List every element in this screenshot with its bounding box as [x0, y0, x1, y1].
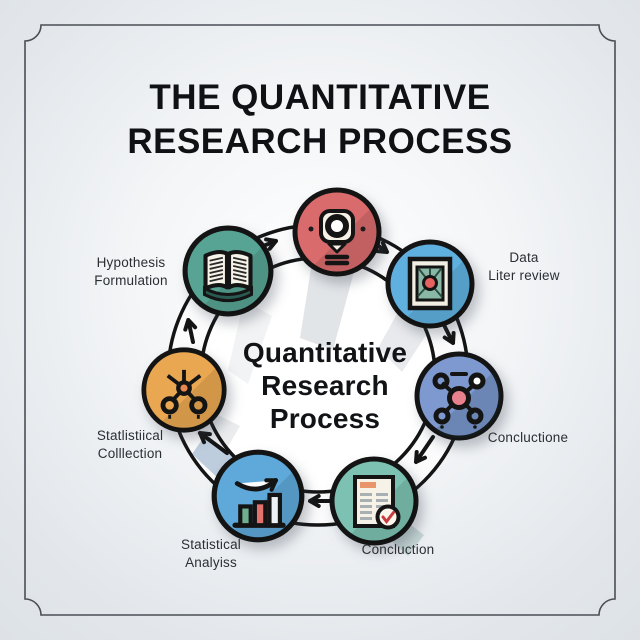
page-title-line1: THE QUANTITATIVE	[149, 78, 491, 117]
label-concluction: Concluction	[338, 541, 458, 559]
label-concluctione: Concluctione	[466, 429, 590, 447]
page-title-line2: RESEARCH PROCESS	[127, 121, 513, 161]
node-concluctione	[413, 350, 505, 442]
ring-inner-disc	[202, 259, 434, 491]
label-line: Analyiss	[185, 554, 237, 570]
node-concluction	[328, 455, 420, 547]
page-title: THE QUANTITATIVE RESEARCH PROCESS	[0, 76, 640, 164]
document-check-icon	[329, 456, 419, 546]
node-hypothesis-formulation	[181, 224, 275, 318]
label-line: Hypothesis	[96, 255, 166, 270]
label-line: Concluction	[361, 542, 435, 557]
node-statlistiical-colllection	[140, 346, 228, 434]
center-label: Quantitative Research Process	[215, 337, 435, 435]
label-line: Liter review	[488, 267, 560, 283]
framed-picture-icon	[385, 239, 475, 329]
center-label-line1: Quantitative	[242, 337, 408, 368]
label-line: Formulation	[94, 272, 168, 288]
label-statlistiical-colllection: Statlistiical Colllection	[82, 427, 178, 463]
open-book-icon	[182, 225, 274, 317]
arrow-chart-to-molecule	[198, 431, 229, 455]
arrow-molecule-to-book	[183, 318, 198, 344]
node-data-liter-review	[384, 238, 476, 330]
label-data-liter-review: Data Liter review	[462, 249, 586, 285]
label-line: Statistical	[181, 537, 241, 552]
label-line: Data	[509, 250, 539, 265]
page-frame	[24, 24, 616, 616]
label-line: Concluctione	[487, 430, 569, 445]
gear-icon	[292, 187, 382, 277]
label-line: Colllection	[97, 445, 163, 461]
label-line: Statlistiical	[96, 428, 164, 443]
long-shadow-streaks	[192, 262, 428, 556]
label-statistical-analyiss: Statistical Analyiss	[156, 536, 266, 572]
network-icon	[414, 351, 504, 441]
bar-chart-icon	[211, 449, 305, 543]
center-label-line2: Research	[261, 369, 389, 401]
node-statistical-analyiss	[210, 448, 306, 544]
node-process-step-top	[291, 186, 383, 278]
molecule-icon	[141, 347, 227, 433]
arrow-network-to-document	[414, 435, 435, 464]
label-hypothesis-formulation: Hypothesis Formulation	[72, 254, 190, 290]
center-label-line3: Process	[269, 402, 381, 434]
